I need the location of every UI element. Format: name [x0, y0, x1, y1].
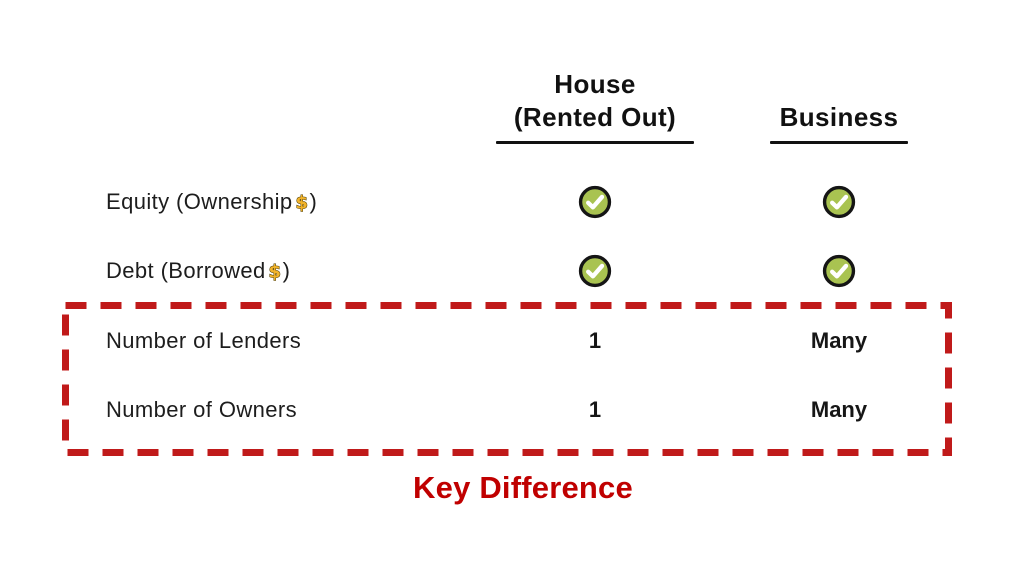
house-header-underline — [496, 141, 694, 144]
column-header-business: Business — [730, 101, 948, 144]
row-label-text: Debt (Borrowed — [106, 258, 266, 283]
cell-owners-business: Many — [810, 397, 868, 422]
svg-text:$: $ — [268, 262, 281, 283]
cell-lenders-house: 1 — [588, 328, 602, 353]
check-circle-icon — [578, 185, 612, 219]
row-label-equity: Equity (Ownership$) — [0, 189, 460, 215]
cell-lenders-business: Many — [810, 328, 868, 353]
business-header-line1: Business — [779, 102, 899, 132]
row-label-owners: Number of Owners — [106, 397, 298, 422]
house-header-line2: (Rented Out) — [513, 102, 677, 132]
column-header-house: House (Rented Out) — [460, 68, 730, 144]
row-label-suffix: ) — [309, 189, 318, 214]
svg-text:$: $ — [295, 193, 308, 214]
row-label-text: Equity (Ownership — [106, 189, 293, 214]
cell-owners-house: 1 — [588, 397, 602, 422]
row-label-lenders: Number of Lenders — [106, 328, 302, 353]
row-label-debt: Debt (Borrowed$) — [0, 258, 460, 284]
table-row-lenders: Number of Lenders 1 Many — [0, 321, 948, 361]
check-circle-icon — [822, 185, 856, 219]
cell-equity-business — [730, 185, 948, 219]
cell-equity-house — [460, 185, 730, 219]
cell-debt-business — [730, 254, 948, 288]
key-difference-label: Key Difference — [413, 470, 633, 505]
table-header-row: House (Rented Out) Business — [0, 52, 1024, 144]
cell-debt-house — [460, 254, 730, 288]
table-row-owners: Number of Owners 1 Many — [0, 390, 948, 430]
table-row-equity: Equity (Ownership$) — [0, 182, 948, 222]
check-circle-icon — [822, 254, 856, 288]
table-row-debt: Debt (Borrowed$) — [0, 251, 948, 291]
house-header-line1: House — [554, 69, 636, 99]
business-header-underline — [770, 141, 908, 144]
check-circle-icon — [578, 254, 612, 288]
dollar-sign-icon: $ — [268, 261, 282, 283]
dollar-sign-icon: $ — [295, 192, 309, 214]
row-label-suffix: ) — [282, 258, 291, 283]
